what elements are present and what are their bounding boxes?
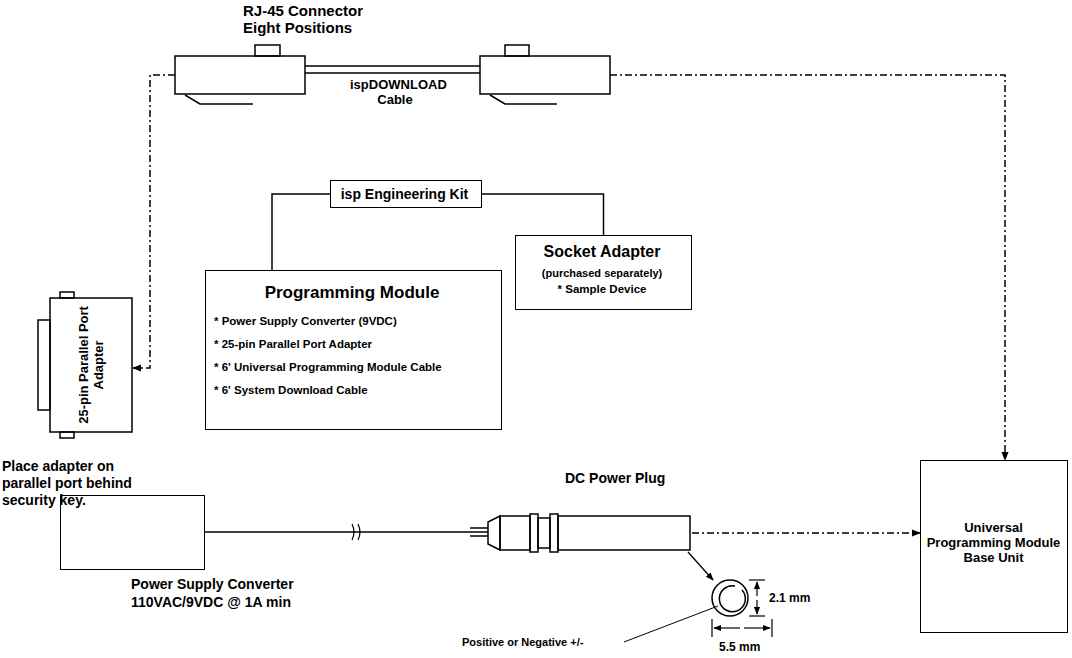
programming-module-box: Programming Module * Power Supply Convert… — [205, 270, 502, 430]
connector-line — [205, 531, 470, 533]
dimension-label: 2.1 mm — [769, 591, 810, 605]
node-text: * 6' Universal Programming Module Cable — [214, 361, 494, 374]
dashed-connector — [133, 75, 175, 368]
adapter-plug — [38, 320, 50, 410]
plug-end-view — [712, 580, 748, 616]
node-text: (purchased separately) — [516, 267, 688, 280]
adapter-tab — [60, 292, 74, 298]
plug-neck — [538, 518, 550, 548]
node-heading: Universal Programming Module Base Unit — [925, 521, 1062, 566]
node-heading: isp Engineering Kit — [331, 186, 478, 202]
polarity-label: Positive or Negative +/- — [462, 636, 583, 649]
dimension-2-1 — [749, 580, 765, 616]
node-heading: Socket Adapter — [516, 243, 688, 261]
node-text: * Sample Device — [516, 283, 688, 296]
plug-ring — [550, 514, 558, 552]
leader-line — [688, 552, 713, 580]
plug-grip — [500, 516, 530, 550]
dimension-5-5 — [712, 619, 772, 637]
rj45-tab — [255, 45, 280, 56]
leader-line — [624, 606, 718, 642]
connector-line — [482, 194, 604, 235]
node-text: * 6' System Download Cable — [214, 384, 494, 397]
plug-barrel — [558, 516, 690, 550]
rj45-latch — [185, 95, 253, 104]
adapter-body — [50, 298, 132, 432]
node-text: 110VAC/9VDC @ 1A min — [131, 594, 291, 610]
rj45-plug — [480, 56, 610, 94]
rj45-latch — [490, 95, 557, 104]
base-unit-box: Universal Programming Module Base Unit — [920, 460, 1068, 633]
parallel-port-adapter: 25-pin Parallel Port Adapter — [38, 298, 132, 432]
node-text: * Power Supply Converter (9VDC) — [214, 315, 494, 328]
socket-adapter-box: Socket Adapter (purchased separately) * Sa… — [515, 235, 692, 310]
plug-wire — [470, 531, 488, 533]
node-heading: DC Power Plug — [565, 470, 665, 486]
dc-power-plug: DC Power Plug — [470, 470, 695, 555]
node-heading: Power Supply Converter — [131, 576, 294, 592]
download-cable: RJ-45 Connector Eight Positions ispDOWNLO… — [175, 0, 610, 105]
cable-line — [305, 65, 480, 67]
plug-ring — [530, 514, 538, 552]
note-text: Place adapter on parallel port behind se… — [2, 458, 134, 508]
connector-line — [272, 194, 330, 270]
node-heading: Programming Module — [206, 283, 498, 303]
dashed-connector — [692, 532, 920, 534]
node-heading: RJ-45 Connector Eight Positions — [243, 2, 383, 37]
kit-box: isp Engineering Kit — [330, 180, 482, 208]
rj45-tab — [505, 45, 529, 56]
rj45-plug — [175, 56, 305, 94]
cable-line — [305, 72, 480, 74]
plug-strain — [488, 516, 500, 550]
node-text: * 25-pin Parallel Port Adapter — [214, 338, 494, 351]
node-heading: 25-pin Parallel Port Adapter — [77, 306, 107, 424]
node-text: ispDOWNLOAD Cable — [350, 78, 440, 108]
dimension-label: 5.5 mm — [719, 640, 760, 654]
plug-wire — [470, 527, 488, 529]
adapter-tab — [60, 432, 74, 438]
dashed-connector — [610, 75, 1005, 460]
plug-wire — [470, 535, 488, 537]
